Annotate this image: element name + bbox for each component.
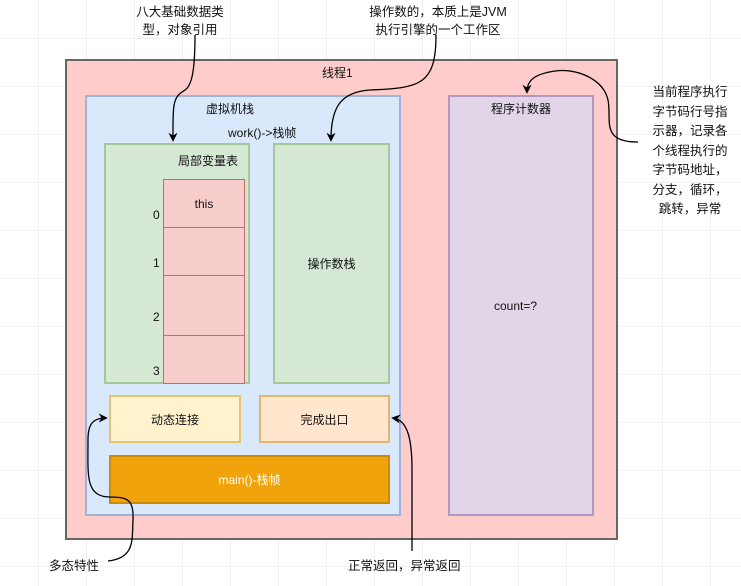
local-slot-2[interactable] bbox=[163, 275, 245, 336]
note-line: 当前程序执行 bbox=[652, 85, 728, 99]
dynamic-linking[interactable]: 动态连接 bbox=[109, 395, 241, 443]
return-address[interactable]: 完成出口 bbox=[259, 395, 390, 443]
note-line: 执行引擎的一个工作区 bbox=[375, 23, 501, 37]
note-line: 字节码地址， bbox=[652, 163, 728, 177]
note-line: 型，对象引用 bbox=[142, 23, 218, 37]
note-line: 分支，循环， bbox=[652, 182, 728, 197]
work-frame-label: work()->栈帧 bbox=[228, 126, 297, 140]
note-line: 个线程执行的 bbox=[652, 143, 728, 158]
dynamic-linking-note: 多态特性 bbox=[49, 559, 100, 573]
program-counter-note: 当前程序执行 字节码行号指 示器，记录各 个线程执行的 字节码地址， 分支，循环… bbox=[640, 83, 740, 220]
program-counter[interactable] bbox=[448, 95, 594, 516]
main-stack-frame[interactable]: main()-栈帧 bbox=[109, 455, 390, 504]
operand-stack[interactable]: 操作数栈 bbox=[273, 143, 390, 384]
slot-index-2: 2 bbox=[153, 310, 160, 324]
dynamic-linking-title: 动态连接 bbox=[150, 412, 199, 427]
vm-stack-title: 虚拟机栈 bbox=[206, 102, 255, 116]
note-line: 示器，记录各 bbox=[652, 124, 728, 138]
local-slot-1[interactable] bbox=[163, 227, 245, 276]
operand-stack-title: 操作数栈 bbox=[307, 257, 356, 271]
note-line: 八大基础数据类 bbox=[136, 5, 224, 19]
note-line: 跳转，异常 bbox=[658, 202, 722, 216]
local-variable-table-title: 局部变量表 bbox=[178, 154, 239, 168]
note-line: 操作数的，本质上是JVM bbox=[369, 5, 507, 19]
main-stack-frame-title: main()-栈帧 bbox=[218, 473, 281, 487]
operand-stack-note: 操作数的，本质上是JVM 执行引擎的一个工作区 bbox=[348, 3, 528, 39]
slot-value: this bbox=[194, 197, 214, 211]
local-slot-0[interactable]: this bbox=[163, 179, 245, 228]
program-counter-title: 程序计数器 bbox=[491, 102, 552, 116]
local-vars-note: 八大基础数据类 型，对象引用 bbox=[130, 3, 230, 39]
thread-title: 线程1 bbox=[322, 66, 353, 80]
slot-index-1: 1 bbox=[153, 256, 160, 270]
return-address-note: 正常返回，异常返回 bbox=[348, 559, 461, 573]
program-counter-value: count=? bbox=[494, 299, 538, 313]
return-address-title: 完成出口 bbox=[300, 412, 349, 427]
slot-index-0: 0 bbox=[153, 208, 160, 222]
slot-index-3: 3 bbox=[153, 364, 160, 378]
note-line: 字节码行号指 bbox=[652, 104, 728, 119]
local-slot-3[interactable] bbox=[163, 335, 245, 384]
